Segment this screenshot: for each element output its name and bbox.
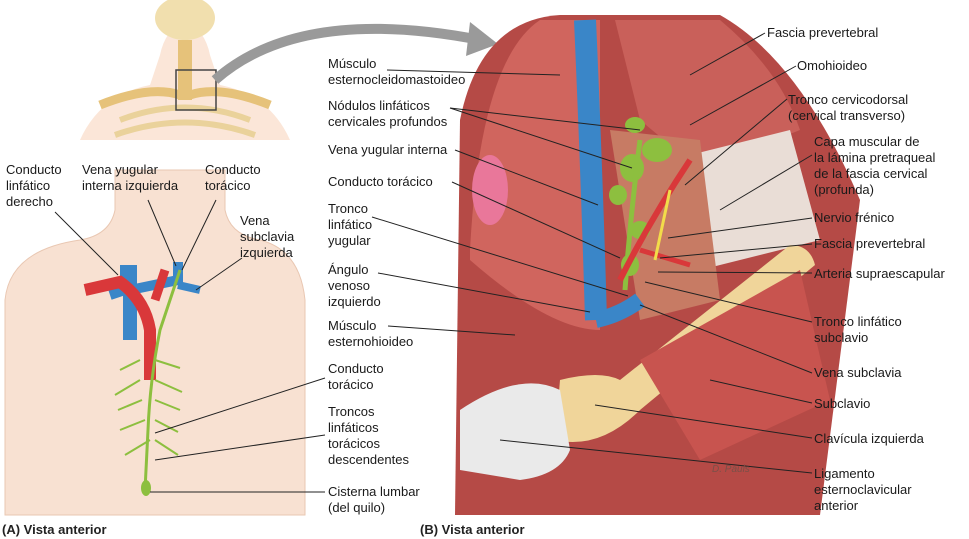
label-sternocleidomastoid: Músculo esternocleidomastoideo <box>328 56 466 87</box>
label-right-lymphatic-duct: Conducto linfático derecho <box>6 162 62 209</box>
label-deep-cervical-nodes: Nódulos linfáticos cervicales profundos <box>328 98 448 129</box>
label-left-clavicle: Clavícula izquierda <box>814 431 924 446</box>
label-left-internal-jugular-vein: Vena yugular interna izquierda <box>82 162 179 193</box>
label-omohyoid: Omohioideo <box>797 58 868 73</box>
label-subclavian-lymph-trunk: Tronco linfático subclavio <box>814 314 902 345</box>
label-sternohyoid: Músculo esternohioideo <box>328 318 414 349</box>
torso-illustration <box>4 169 306 516</box>
label-subclavian-vein: Vena subclavia <box>814 365 902 380</box>
label-subclavius: Subclavio <box>814 396 871 411</box>
label-cisterna-chyli: Cisterna lumbar (del quilo) <box>328 484 420 515</box>
label-cervicodorsal-trunk: Tronco cervicodorsal (cervical transvers… <box>788 92 909 123</box>
caption-panel-b: (B) Vista anterior <box>420 522 525 537</box>
label-thoracic-duct-top: Conducto torácico <box>205 162 261 193</box>
skeleton-thumbnail <box>60 0 310 150</box>
caption-panel-a: (A) Vista anterior <box>2 522 107 537</box>
label-left-venous-angle: Ángulo venoso izquierdo <box>328 262 381 309</box>
label-internal-jugular-vein: Vena yugular interna <box>328 142 448 157</box>
leader-lines-b <box>371 32 813 474</box>
label-pretracheal-layer: Capa muscular de la lámina pretraqueal d… <box>814 134 936 197</box>
label-thoracic-duct-mid: Conducto torácico <box>328 361 384 392</box>
leader-lines-a <box>54 199 326 493</box>
label-jugular-lymph-trunk: Tronco linfático yugular <box>328 201 373 248</box>
label-prevertebral-fascia: Fascia prevertebral <box>814 236 926 251</box>
label-sternoclavicular-ligament: Ligamento esternoclavicular anterior <box>814 466 912 513</box>
label-phrenic-nerve: Nervio frénico <box>814 210 895 225</box>
artist-signature: D. Pauls <box>712 464 750 475</box>
dissection-illustration <box>455 15 860 515</box>
label-prevertebral-fascia-top: Fascia prevertebral <box>767 25 879 40</box>
label-left-subclavian-vein: Vena subclavia izquierda <box>240 213 295 260</box>
arrow-connector <box>211 23 481 84</box>
label-thoracic-duct: Conducto torácico <box>328 174 433 189</box>
label-suprascapular-artery: Arteria supraescapular <box>814 266 945 281</box>
label-descending-lymph-trunks: Troncos linfáticos torácicos descendente… <box>328 404 409 467</box>
